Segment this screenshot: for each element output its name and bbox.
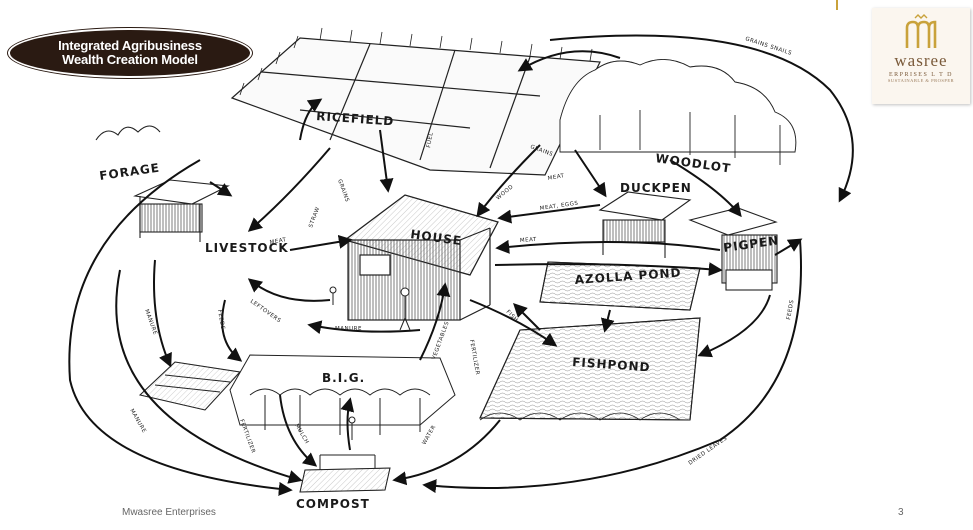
flow-label-meat-eggs: MEAT, EGGS [539, 201, 578, 212]
footer-company: Mwasree Enterprises [122, 507, 216, 518]
logo-name: wasree [894, 51, 948, 70]
arrow-woodlot-to-house [476, 144, 541, 218]
arrow-outer-top [549, 34, 854, 203]
arrow-livestock-to-house [289, 234, 353, 251]
compost-label: COMPOST [296, 497, 370, 511]
flow-arrows [68, 34, 854, 496]
fishpond-drawing [479, 317, 701, 421]
arrow-livestock-to-beds [153, 259, 172, 368]
arrow-ricefield-to-house [379, 129, 394, 193]
title-line-2: Wealth Creation Model [62, 52, 198, 67]
arrow-livestock-leftover [247, 278, 331, 302]
arrow-livestock-to-compost [115, 269, 303, 484]
arrow-forage-to-livestock [209, 181, 233, 197]
arrow-duckpen-to-house [497, 204, 601, 224]
flow-label-straw: STRAW [308, 206, 321, 229]
garden-beds [138, 361, 242, 411]
arrow-woodlot-to-pigpen [669, 159, 742, 218]
arrow-outer-left [68, 159, 293, 496]
flow-label-manure-3: MANURE [128, 408, 147, 434]
flow-label-grains-2: GRAINS [336, 179, 350, 203]
arrow-pigpen-to-fishpond [697, 294, 771, 358]
arrow-fishpond-to-compost [392, 419, 501, 486]
big-garden-drawing [229, 354, 456, 435]
arrow-outer-right [422, 239, 802, 494]
top-accent-rule [836, 0, 838, 10]
arrow-ricefield-to-livestock [247, 147, 331, 232]
flow-label-fuel: FUEL [426, 131, 435, 148]
forage-label: FORAGE [98, 161, 160, 183]
duckpen-drawing [598, 191, 692, 258]
flow-label-feeds-1: FEEDS [216, 309, 225, 330]
logo-subtitle: ERPRISES L T D [888, 72, 954, 78]
flow-label-meat-3: MEAT [520, 237, 537, 244]
title-badge: Integrated Agribusiness Wealth Creation … [7, 27, 253, 79]
arrow-house-to-pigpen [494, 262, 723, 277]
fishpond-label: FISHPOND [572, 355, 651, 374]
flow-label-fertilizer-2: FERTILIZER [468, 339, 480, 375]
logo-crown-m-icon [905, 14, 937, 48]
compost-bed [299, 454, 391, 493]
arrow-azolla-to-fishpond [600, 309, 615, 333]
arrow-pigpen-to-house [495, 239, 721, 254]
company-logo: wasree ERPRISES L T D SUSTAINABLE & PROS… [872, 8, 970, 104]
farmer-figures [329, 286, 411, 440]
woodlot-label: WOODLOT [655, 151, 732, 175]
arrow-livestock-to-big [221, 299, 243, 362]
arrow-woodlot-to-duckpen [574, 149, 607, 198]
livestock-label: LIVESTOCK [205, 241, 289, 255]
arrow-house-to-ricefield [299, 98, 323, 141]
flow-label-meat-2: MEAT [547, 173, 565, 182]
pigpen-drawing [688, 207, 778, 291]
logo-tagline: SUSTAINABLE & PROSPER [887, 78, 955, 83]
flow-label-feeds-2: FEEDS [786, 299, 795, 320]
arrow-house-to-fishpond [469, 299, 558, 347]
flow-label-manure-1: MANURE [335, 326, 362, 332]
arrow-woodlot-to-ricefield [517, 50, 621, 72]
arrow-compost-to-big [340, 397, 355, 451]
flow-label-wood: WOOD [495, 184, 514, 202]
footer-page-number: 3 [898, 507, 904, 518]
arrow-big-to-compost [279, 394, 318, 467]
woodlot-area [559, 59, 797, 165]
flow-label-leftovers: LEFTOVERS [249, 299, 282, 325]
arrow-house-manure [307, 320, 421, 335]
ricefield-label: RICEFIELD [316, 109, 395, 128]
arrow-big-to-house [419, 282, 451, 361]
title-line-1: Integrated Agribusiness [58, 38, 202, 53]
arrow-pigpen-outer [774, 238, 803, 256]
flow-label-meat-1: MEAT [269, 237, 287, 246]
flow-label-water: WATER [422, 424, 438, 446]
arrow-fishpond-to-house [513, 303, 541, 331]
ricefield-area [230, 27, 601, 176]
duckpen-label: DUCKPEN [620, 181, 692, 195]
big-label: B.I.G. [322, 371, 365, 385]
house-drawing [343, 194, 499, 321]
